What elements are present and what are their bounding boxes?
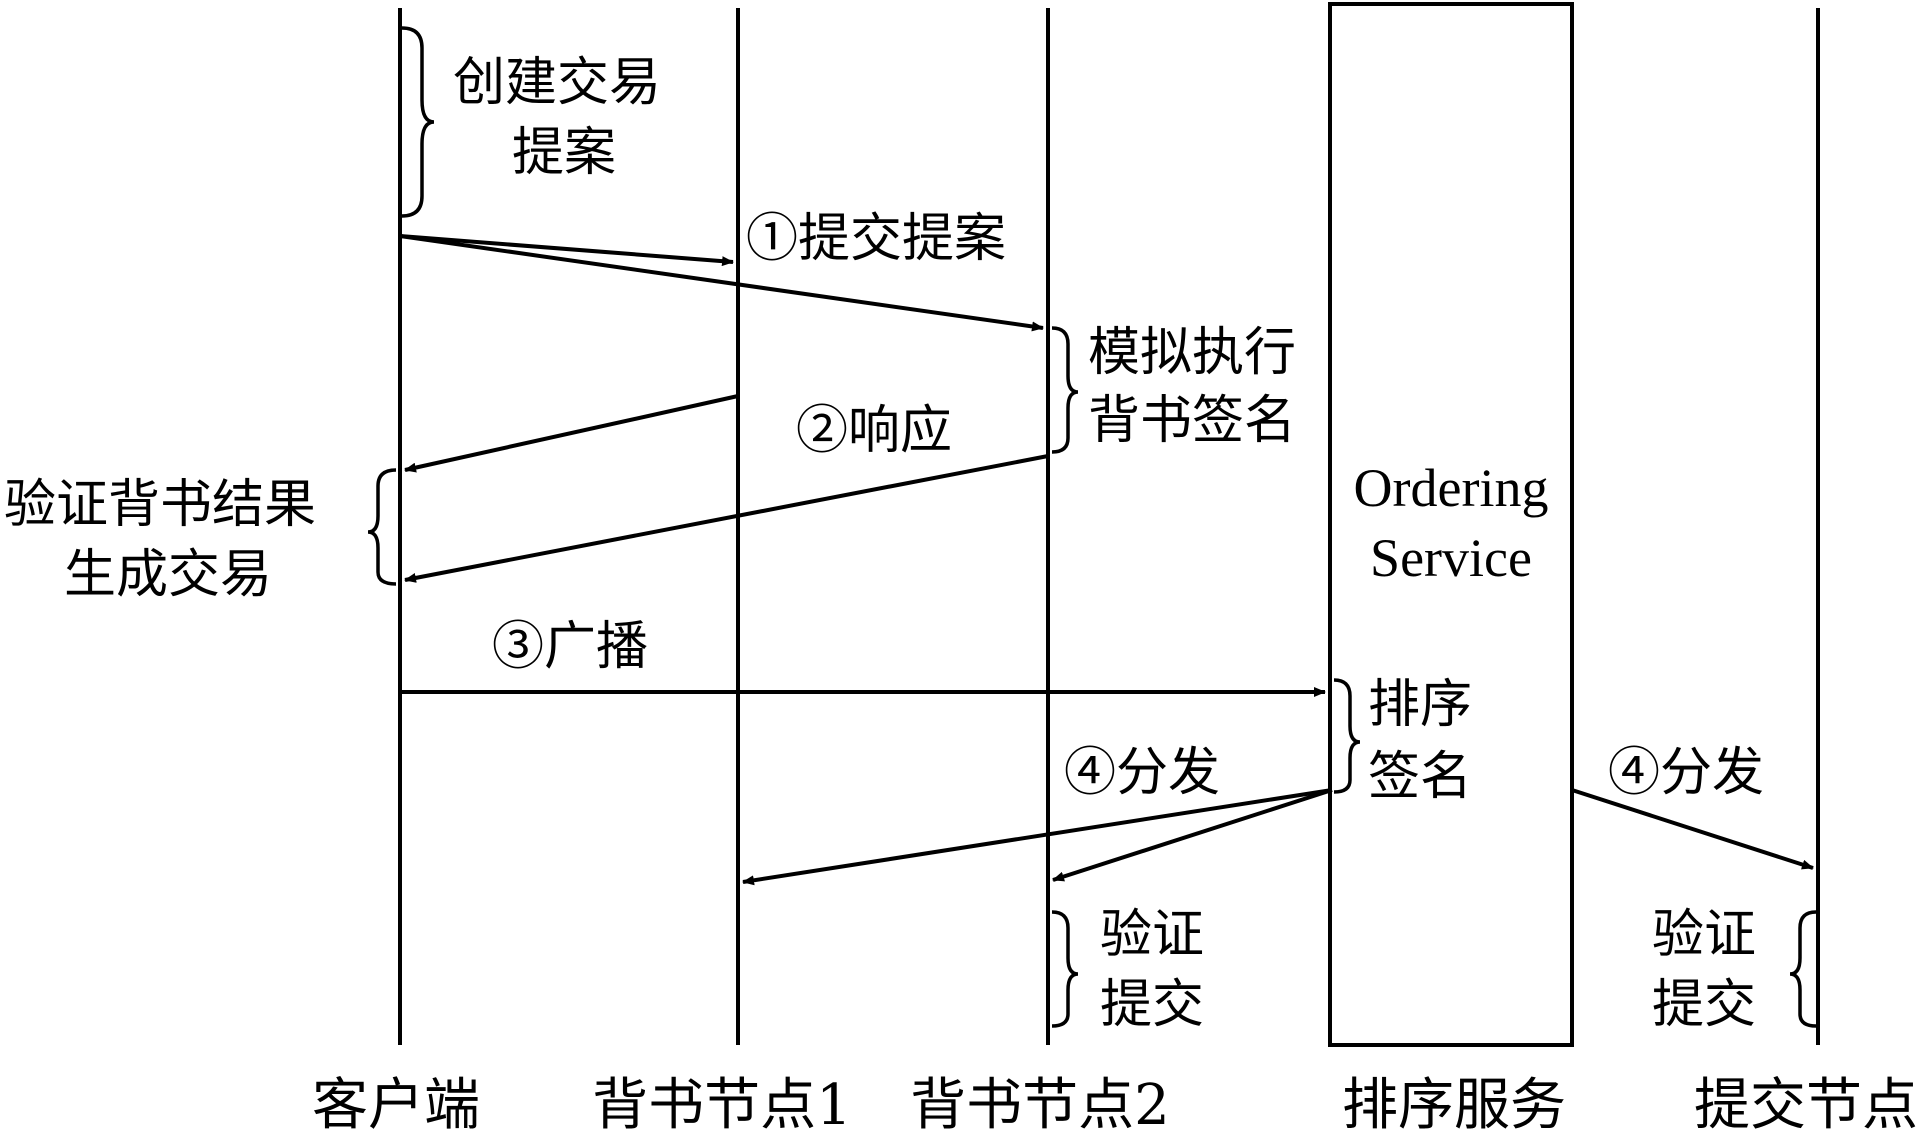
note-verify-result-line2: 生成交易 [64,545,272,605]
participant-committer: 提交节点 [1694,1073,1918,1138]
arrow-response-from-endorser1 [404,394,739,473]
participant-orderer: 排序服务 [1342,1073,1566,1138]
arrow-submit-to-endorser2 [399,234,1044,332]
ordering-box-line1: Ordering [1354,458,1549,518]
brace-verify-result [367,468,397,586]
note-verify-result-line1: 验证背书结果 [4,475,316,535]
note-order-sign-line1: 排序 [1368,675,1472,735]
note-simulate-line1: 模拟执行 [1088,323,1296,383]
label-distribute-left: ④分发 [1064,743,1220,803]
arrow-distribute-committer [1571,788,1814,870]
brace-create-proposal [401,26,435,218]
note-validate-e2-line2: 提交 [1100,975,1204,1035]
brace-validate-committer [1789,910,1817,1028]
note-validate-e2-line1: 验证 [1100,905,1204,965]
participant-endorser2: 背书节点2 [910,1073,1170,1138]
arrow-submit-to-endorser1 [399,234,734,267]
arrow-distribute-endorser1 [742,788,1333,886]
note-create-proposal-line2: 提案 [512,123,616,183]
label-broadcast: ③广播 [492,617,648,677]
note-order-sign-line2: 签名 [1368,747,1472,807]
note-validate-committer-line1: 验证 [1652,905,1756,965]
label-respond: ②响应 [796,401,952,461]
brace-order-sign [1333,678,1361,794]
participant-endorser1: 背书节点1 [592,1073,852,1138]
participant-client: 客户端 [312,1073,480,1138]
ordering-service-box [1328,2,1574,1047]
arrow-response-from-endorser2 [404,454,1049,583]
brace-simulate [1051,326,1079,454]
label-submit: ①提交提案 [746,209,1006,269]
arrow-distribute-endorser2 [1052,788,1333,882]
note-create-proposal-line1: 创建交易 [453,53,661,113]
note-validate-committer-line2: 提交 [1652,975,1756,1035]
label-distribute-right: ④分发 [1608,743,1764,803]
ordering-box-line2: Service [1370,528,1532,588]
note-simulate-line2: 背书签名 [1088,391,1296,451]
brace-validate-e2 [1051,910,1079,1028]
